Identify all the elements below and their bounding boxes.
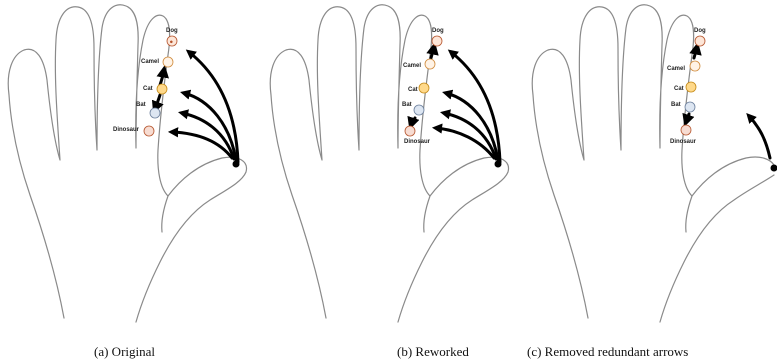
hand-diagram: Dog Camel Cat Bat Dinosaur (531, 4, 777, 323)
dinosaur-icon (143, 125, 155, 137)
arrow-to-bat (178, 109, 236, 161)
arrow-to-cat (442, 89, 500, 162)
camel-icon (689, 60, 701, 72)
dog-icon (694, 35, 706, 47)
svg-text:●: ● (170, 40, 174, 46)
arrow-to-dog (185, 49, 240, 164)
cat-icon (685, 81, 697, 93)
label-camel: Camel (667, 66, 685, 72)
dinosaur-icon (680, 124, 692, 136)
hand-outline (531, 4, 775, 319)
arrow-camel-to-dog (689, 42, 702, 60)
palm-crease (423, 195, 431, 233)
dinosaur-icon (404, 125, 416, 137)
thumb-point (770, 164, 777, 172)
arrow-cat-to-bat (151, 93, 164, 114)
label-cat: Cat (674, 86, 684, 92)
hand-outline (269, 4, 510, 323)
label-cat: Cat (143, 86, 153, 92)
thumb-point (232, 160, 240, 168)
label-dog: Dog (166, 28, 178, 34)
label-bat: Bat (671, 102, 681, 108)
thumb-point (494, 160, 502, 168)
hand-diagram: ● Dog Camel Cat Bat Dinosaur (7, 4, 248, 323)
label-dog: Dog (432, 28, 444, 34)
arrow-to-dinosaur (431, 123, 496, 160)
bat-icon (413, 104, 425, 116)
label-dinosaur: Dinosaur (670, 139, 697, 145)
label-cat: Cat (408, 87, 418, 93)
arrow-bat-to-dinosaur (682, 112, 695, 127)
palm-crease (161, 195, 169, 233)
bat-icon (149, 107, 161, 119)
label-dinosaur: Dinosaur (404, 139, 431, 145)
label-camel: Camel (141, 59, 159, 65)
panel-original: ● Dog Camel Cat Bat Dinosaur (a) Origina… (0, 0, 260, 364)
dog-icon (431, 35, 443, 47)
cat-icon (418, 82, 430, 94)
arrow-bat-to-dinosaur (407, 115, 420, 130)
camel-icon (424, 58, 436, 70)
camel-icon (162, 56, 174, 68)
arrow-thumb-up (746, 112, 772, 160)
label-dinosaur: Dinosaur (113, 127, 140, 133)
dog-icon: ● (166, 35, 178, 47)
label-bat: Bat (402, 102, 412, 108)
caption-removed-redundant-arrows: (c) Removed redundant arrows (527, 344, 689, 359)
arrow-to-dinosaur (167, 127, 234, 160)
label-bat: Bat (136, 102, 146, 108)
caption-original: (a) Original (94, 344, 156, 359)
panel-removed-redundant-arrows: Dog Camel Cat Bat Dinosaur (c) Removed r… (524, 0, 777, 364)
hand-outline (7, 4, 248, 323)
label-dog: Dog (694, 28, 706, 34)
arrow-camel-to-dog (426, 42, 439, 60)
hand-diagram: Dog Camel Cat Bat Dinosaur (269, 4, 510, 323)
caption-reworked: (b) Reworked (397, 344, 469, 359)
hand-outline-lower (659, 174, 775, 323)
arrow-to-cat (180, 89, 238, 162)
palm-crease (685, 195, 693, 233)
cat-icon (156, 83, 168, 95)
arrow-to-bat (440, 109, 498, 161)
bat-icon (684, 101, 696, 113)
arrow-to-dog (447, 49, 502, 164)
panel-reworked: Dog Camel Cat Bat Dinosaur (b) Reworked (262, 0, 522, 364)
arrow-cat-to-camel (156, 65, 169, 87)
label-camel: Camel (403, 63, 421, 69)
